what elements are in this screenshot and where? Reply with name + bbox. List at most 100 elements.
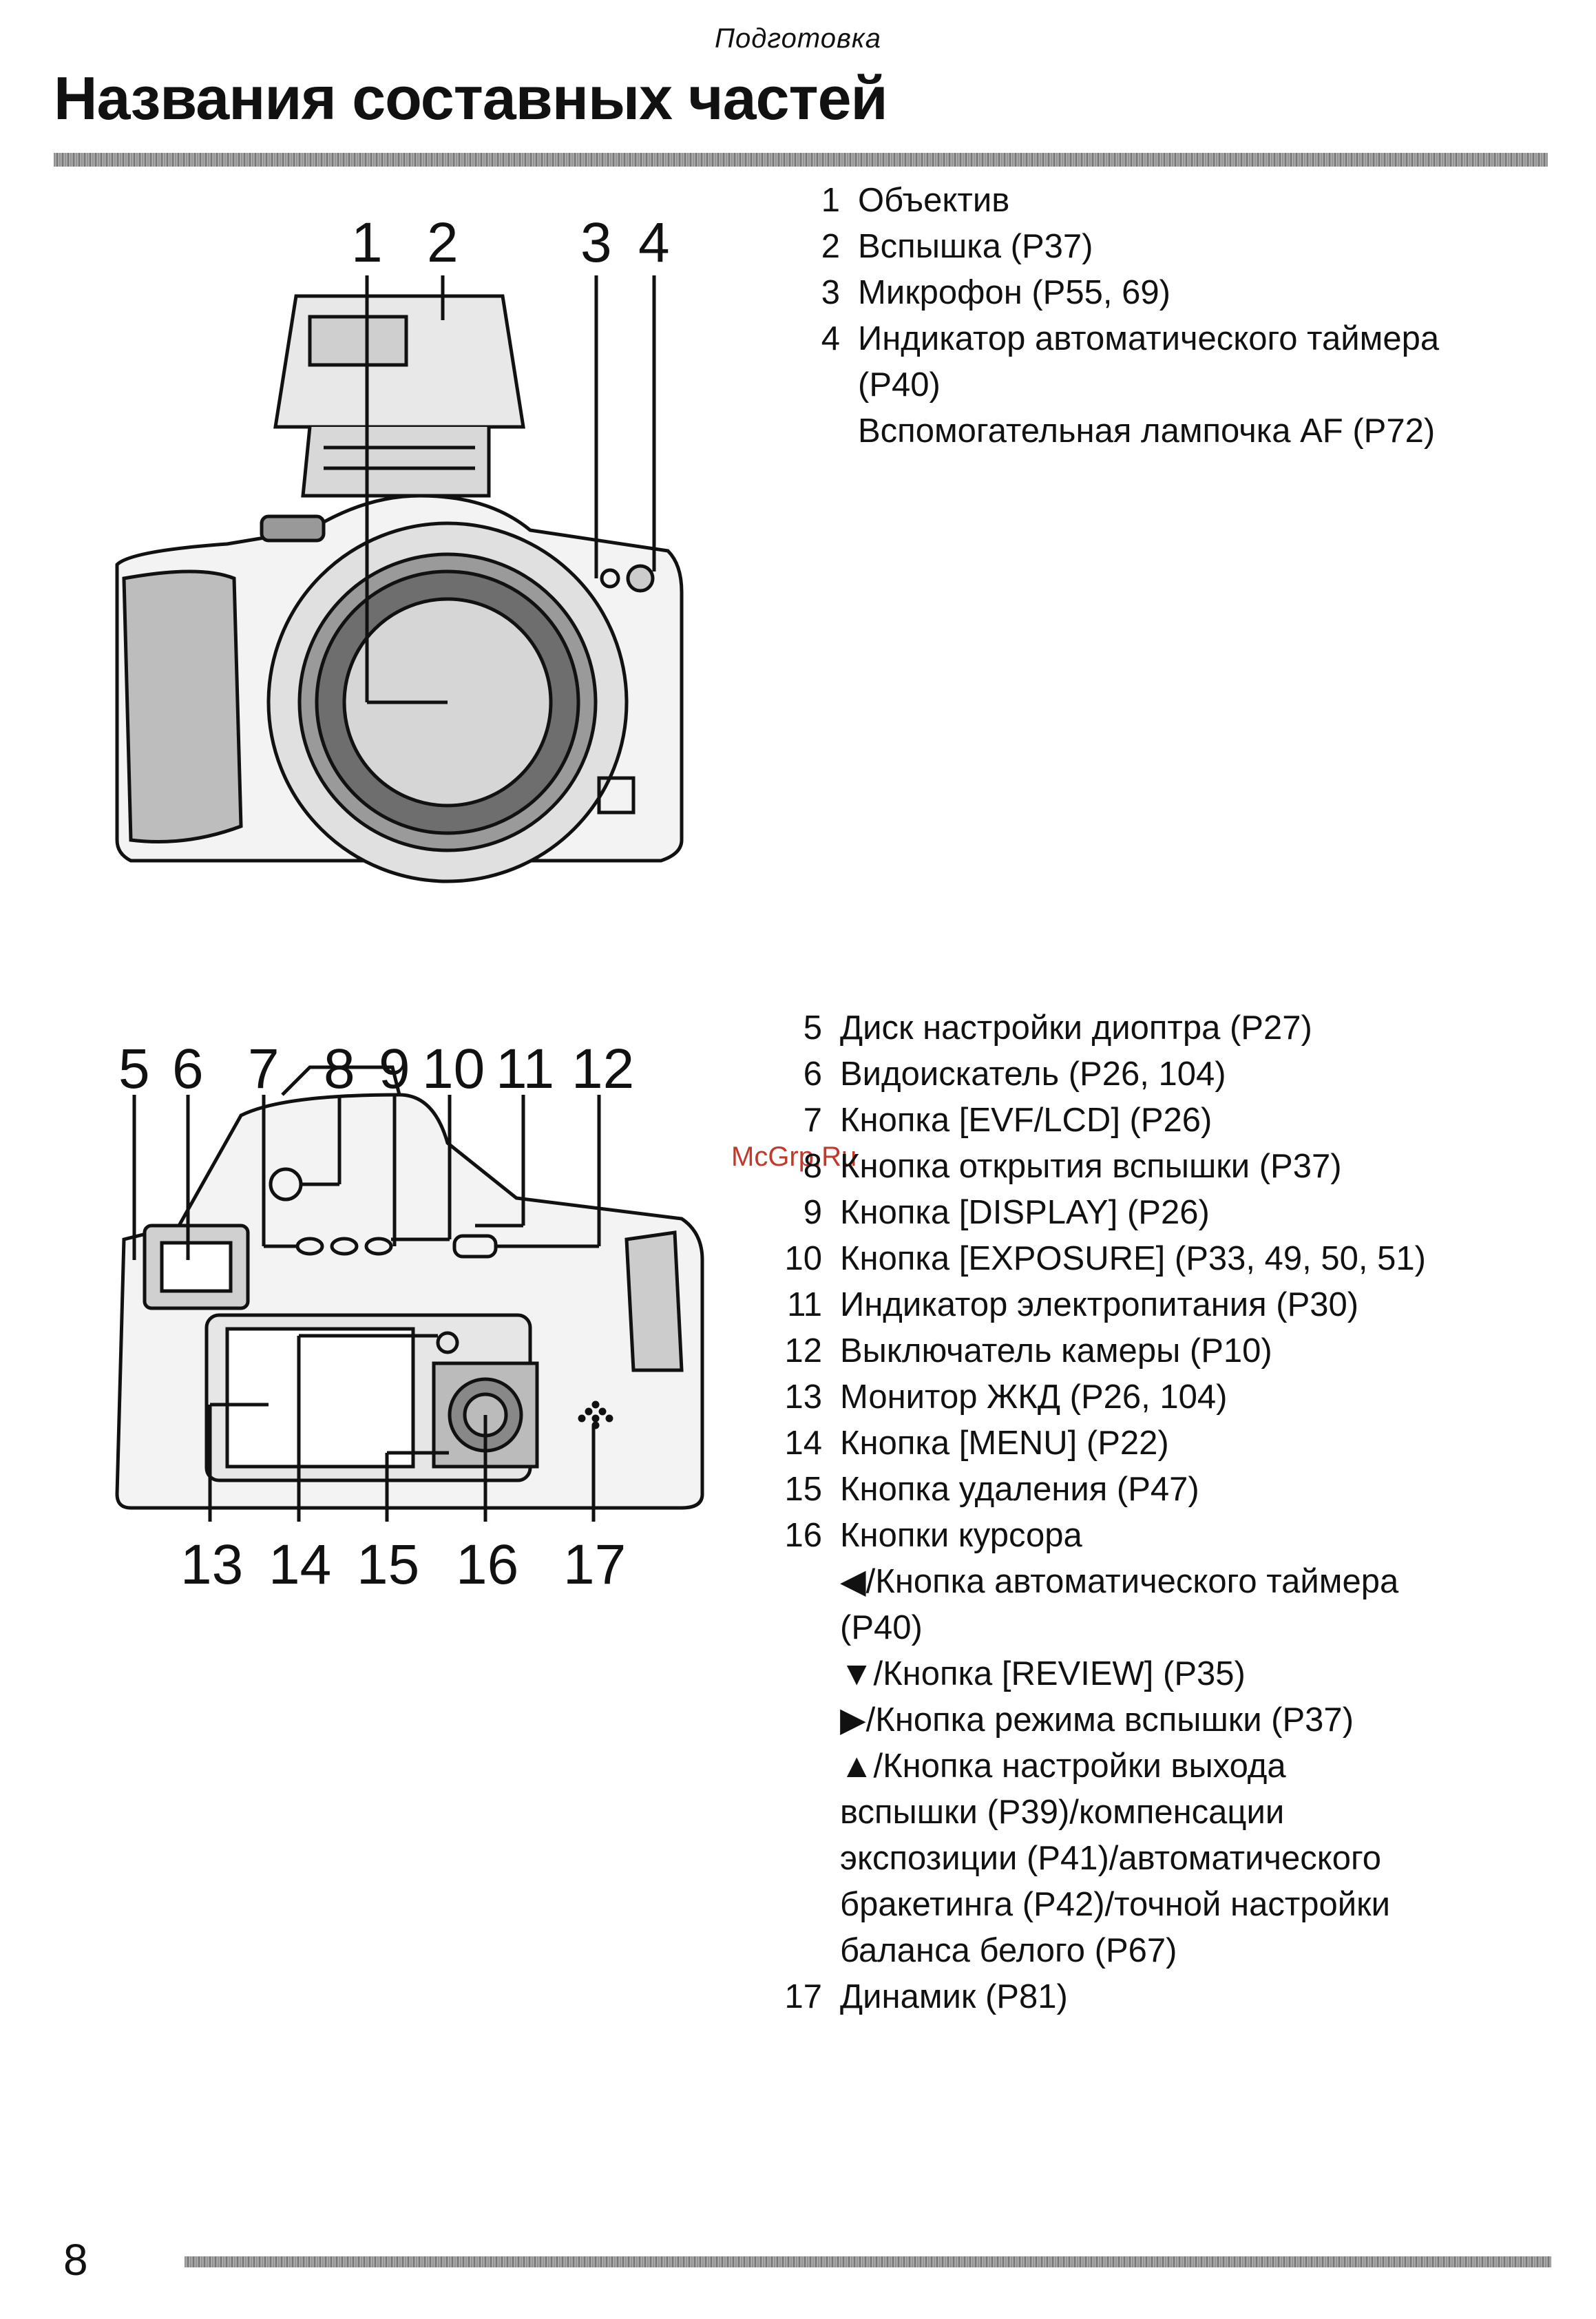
back-label-13: 13: [180, 1533, 243, 1596]
part-number: 6: [803, 1056, 822, 1093]
back-label-9: 9: [379, 1040, 410, 1100]
part-number: 8: [803, 1148, 822, 1185]
back-label-7: 7: [248, 1040, 280, 1100]
part-number: 1: [821, 182, 840, 219]
part-subline: (P40): [840, 1609, 923, 1646]
part-row: 8 Кнопка открытия вспышки (P37): [760, 1144, 1552, 1190]
part-text: Кнопка [EXPOSURE] (P33, 49, 50, 51): [840, 1240, 1426, 1277]
part-subline: (P40): [858, 366, 941, 403]
part-item: 13 Монитор ЖКД (P26, 104): [760, 1374, 1552, 1420]
part-subline: бракетинга (P42)/точной настройки: [840, 1886, 1390, 1923]
part-item: 7 Кнопка [EVF/LCD] (P26): [760, 1098, 1552, 1144]
part-number: 11: [787, 1286, 822, 1323]
part-row: 11 Индикатор электропитания (P30): [760, 1282, 1552, 1328]
part-text: Динамик (P81): [840, 1978, 1068, 2015]
front-label-3: 3: [580, 211, 612, 274]
part-item: 11 Индикатор электропитания (P30): [760, 1282, 1552, 1328]
part-item: 15 Кнопка удаления (P47): [760, 1467, 1552, 1513]
part-subline: ◀/Кнопка автоматического таймера: [840, 1563, 1399, 1600]
part-row: 13 Монитор ЖКД (P26, 104): [760, 1374, 1552, 1420]
part-subline: вспышки (P39)/компенсации: [840, 1794, 1285, 1831]
part-number: 7: [803, 1102, 822, 1139]
part-row: 7 Кнопка [EVF/LCD] (P26): [760, 1098, 1552, 1144]
part-text: Кнопка [DISPLAY] (P26): [840, 1194, 1210, 1231]
part-item: 4 Индикатор автоматического таймера (P40) В…: [778, 316, 1556, 454]
camera-back-illustration: 5 6 7 8 9 10 11 12 13 14 15 16 17: [115, 1040, 704, 1596]
back-label-16: 16: [456, 1533, 518, 1596]
part-number: 5: [803, 1009, 822, 1047]
part-row: 6 Видоискатель (P26, 104): [760, 1051, 1552, 1098]
back-label-14: 14: [269, 1533, 331, 1596]
part-item: 10 Кнопка [EXPOSURE] (P33, 49, 50, 51): [760, 1236, 1552, 1282]
page-title: Названия составных частей: [54, 64, 888, 132]
part-item: 5 Диск настройки диоптра (P27): [760, 1005, 1552, 1051]
part-text: Кнопка [EVF/LCD] (P26): [840, 1102, 1212, 1139]
part-text: Вспышка (P37): [858, 228, 1093, 265]
part-text: Кнопка удаления (P47): [840, 1471, 1199, 1508]
back-label-5: 5: [118, 1040, 150, 1100]
part-row: 5 Диск настройки диоптра (P27): [760, 1005, 1552, 1051]
part-subline: ▼/Кнопка [REVIEW] (P35): [840, 1655, 1246, 1692]
front-label-1: 1: [351, 211, 383, 274]
back-label-17: 17: [563, 1533, 626, 1596]
part-subline: Вспомогательная лампочка AF (P72): [858, 412, 1436, 450]
part-text: Индикатор электропитания (P30): [840, 1286, 1359, 1323]
part-item: 6 Видоискатель (P26, 104): [760, 1051, 1552, 1098]
part-row: 15 Кнопка удаления (P47): [760, 1467, 1552, 1513]
part-text: Кнопка [MENU] (P22): [840, 1425, 1169, 1462]
back-label-12: 12: [571, 1040, 634, 1100]
front-label-2: 2: [427, 211, 459, 274]
part-number: 12: [784, 1332, 822, 1370]
part-item: 12 Выключатель камеры (P10): [760, 1328, 1552, 1374]
part-number: 13: [784, 1378, 822, 1416]
back-parts-list: 5 Диск настройки диоптра (P27) 6 Видоискате…: [760, 1005, 1552, 2020]
back-label-8: 8: [324, 1040, 355, 1100]
part-row: 9 Кнопка [DISPLAY] (P26): [760, 1190, 1552, 1236]
part-number: 4: [821, 320, 840, 357]
part-item: 1 Объектив: [778, 178, 1556, 224]
part-row: 4 Индикатор автоматического таймера: [778, 316, 1556, 362]
footer-rule: [185, 2256, 1551, 2267]
part-text: Видоискатель (P26, 104): [840, 1056, 1226, 1093]
section-label: Подготовка: [715, 23, 881, 54]
part-item: 8 Кнопка открытия вспышки (P37): [760, 1144, 1552, 1190]
part-text: Индикатор автоматического таймера: [858, 320, 1440, 357]
camera-front-illustration: 1 2 3 4: [115, 211, 684, 883]
part-subline: баланса белого (P67): [840, 1932, 1177, 1969]
watermark: McGrp.Ru: [731, 1142, 857, 1172]
part-number: 16: [784, 1517, 822, 1554]
back-label-10: 10: [422, 1040, 485, 1100]
part-subline: ▲/Кнопка настройки выхода: [840, 1748, 1286, 1785]
part-number: 15: [784, 1471, 822, 1508]
back-label-11: 11: [496, 1040, 554, 1100]
part-number: 9: [803, 1194, 822, 1231]
part-text: Микрофон (P55, 69): [858, 274, 1170, 311]
part-subline: экспозиции (P41)/автоматического: [840, 1840, 1382, 1877]
part-text: Выключатель камеры (P10): [840, 1332, 1272, 1370]
part-item: 9 Кнопка [DISPLAY] (P26): [760, 1190, 1552, 1236]
part-text: Диск настройки диоптра (P27): [840, 1009, 1312, 1047]
title-rule: [54, 153, 1548, 167]
part-text: Объектив: [858, 182, 1010, 219]
back-label-6: 6: [172, 1040, 204, 1100]
front-label-4: 4: [638, 211, 670, 274]
part-text: Монитор ЖКД (P26, 104): [840, 1378, 1228, 1416]
part-text: Кнопка открытия вспышки (P37): [840, 1148, 1342, 1185]
part-row: 1 Объектив: [778, 178, 1556, 224]
page-number: 8: [63, 2235, 88, 2285]
part-number: 10: [784, 1240, 822, 1277]
back-label-15: 15: [357, 1533, 419, 1596]
part-subline: ▶/Кнопка режима вспышки (P37): [840, 1701, 1354, 1739]
part-row: 10 Кнопка [EXPOSURE] (P33, 49, 50, 51): [760, 1236, 1552, 1282]
